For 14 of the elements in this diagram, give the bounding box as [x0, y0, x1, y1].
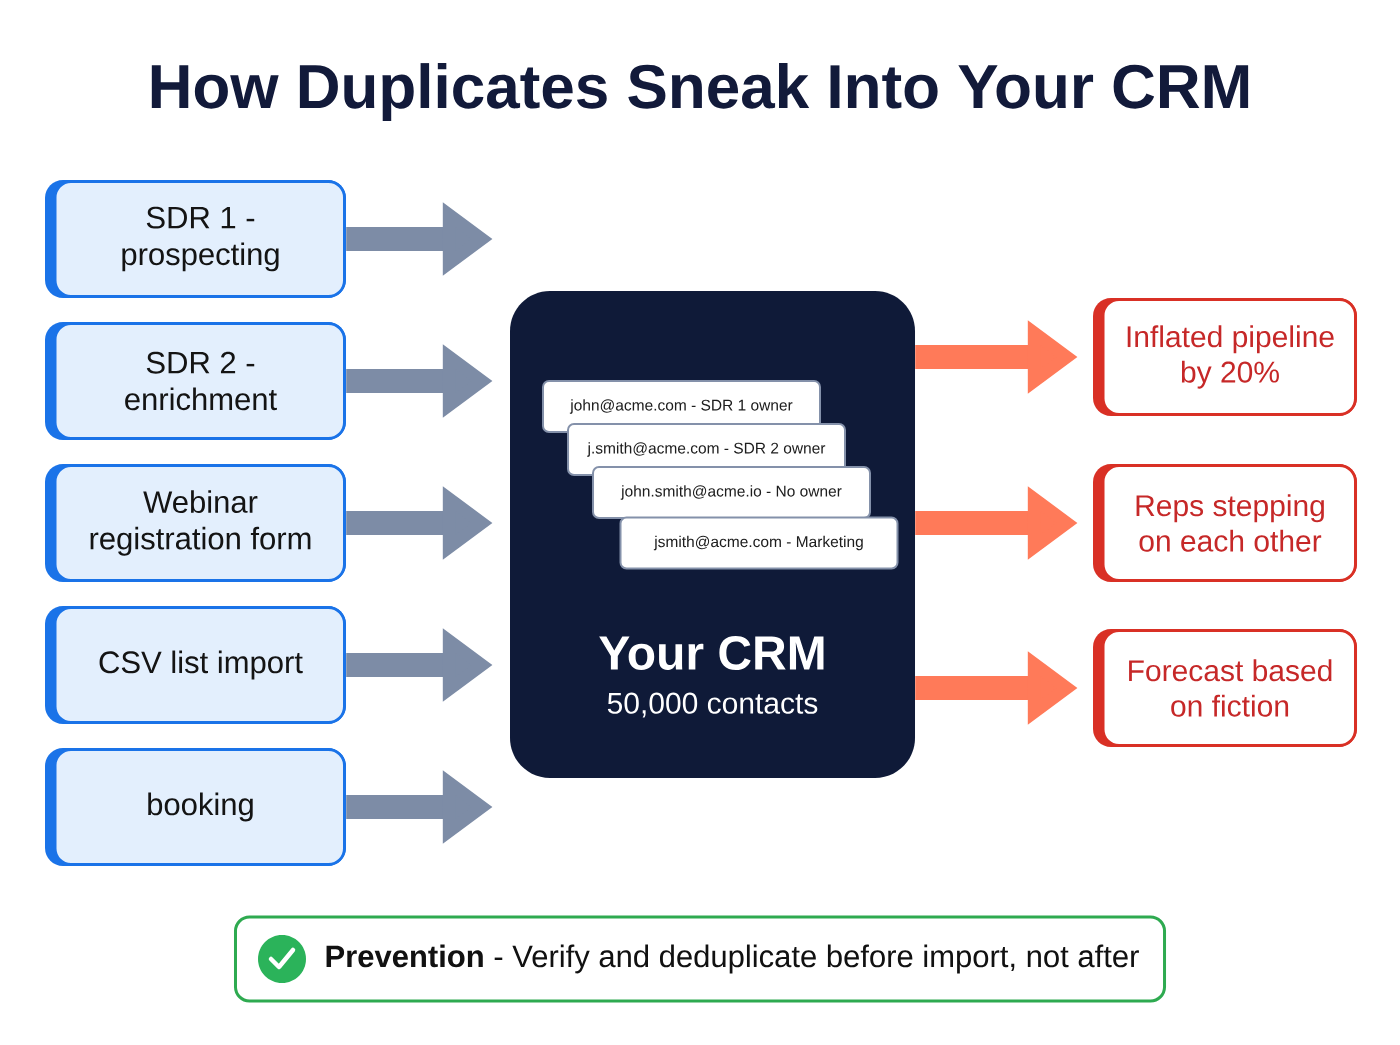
title: How Duplicates Sneak Into Your CRM [151, 63, 1249, 121]
source-box: Webinar registration form [45, 464, 346, 582]
panel-heading: Your CRM [599, 636, 824, 670]
contact-card: jsmith@acme.com - Marketing [619, 516, 899, 570]
contact-card: john.smith@acme.io - No owner [592, 466, 871, 519]
impact-box: Reps stepping on each other [1093, 464, 1357, 582]
impact-box: Inflated pipeline by 20% [1093, 298, 1357, 416]
source-box: booking [45, 748, 346, 866]
panel-subheading: 50,000 contacts [607, 692, 818, 718]
source-box: SDR 1 - prospecting [45, 180, 346, 298]
source-box: CSV list import [45, 606, 346, 724]
source-box: SDR 2 - enrichment [45, 322, 346, 440]
impact-box: Forecast based on fiction [1093, 629, 1357, 747]
prevention-banner: Prevention - Verify and deduplicate before import, not after [234, 915, 1166, 1003]
